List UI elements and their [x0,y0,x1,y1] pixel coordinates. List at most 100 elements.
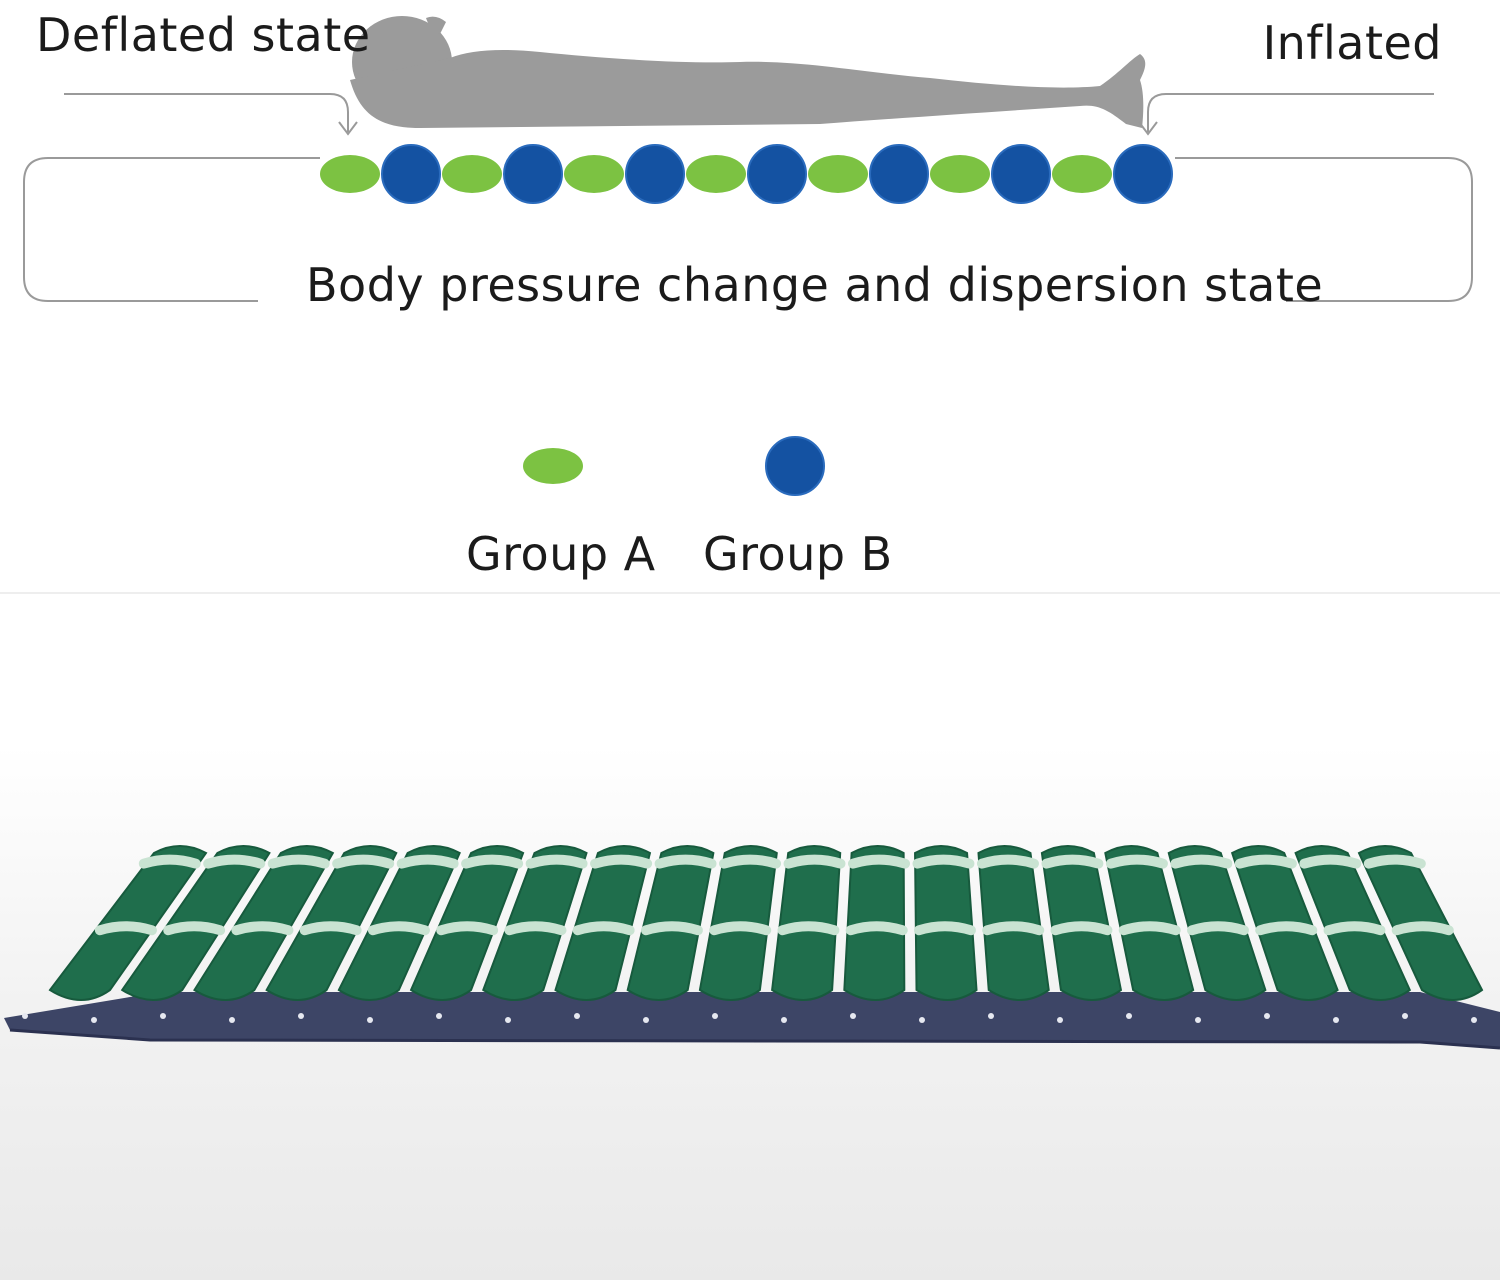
tube-band [163,921,226,936]
mattress-rivet [850,1013,856,1019]
mattress-tube [554,845,653,1001]
tube-band [976,854,1039,869]
tube-band [783,854,846,869]
mattress-rivet [1126,1013,1132,1019]
group-b-marker [765,436,825,496]
tube-band [94,921,157,936]
tube-band [504,921,567,936]
tube-band [1118,921,1181,936]
arrow-right [1138,93,1434,136]
inflated-state-label: Inflated [1262,16,1442,70]
bed-outline-left [23,157,320,302]
tube-band [1391,921,1454,936]
mattress-tube [120,845,271,1001]
mattress-rivet [643,1017,649,1023]
tube-band [367,921,430,936]
mattress-rivet [1333,1017,1339,1023]
mattress-rivet [781,1017,787,1023]
mattress-rivet [160,1013,166,1019]
tube-band [436,921,499,936]
mattress-tube [1294,845,1412,1001]
tube-band [525,854,588,869]
person-silhouette-icon [350,16,1146,128]
tube-band [1050,921,1113,936]
tube-band [138,854,201,869]
tube-band [590,854,653,869]
section-divider [0,592,1500,594]
mattress-rivet [919,1017,925,1023]
air-cell-group-b [991,144,1051,204]
air-cell-group-a [1052,155,1112,193]
mattress-tube [1357,845,1484,1001]
mattress-rivet [367,1017,373,1023]
mattress-tube [912,845,978,1001]
mattress-rivet [1264,1013,1270,1019]
tube-band [1186,921,1249,936]
mattress-base-edge [9,1028,1500,1050]
tube-band [1299,854,1362,869]
mattress-rivet [1402,1013,1408,1019]
air-cell-group-a [808,155,868,193]
mattress-tube [976,845,1050,1001]
mattress-tube [48,845,208,1001]
tube-band [847,854,910,869]
mattress-rivet [91,1017,97,1023]
air-cell-group-a [930,155,990,193]
mattress-tube [698,845,782,1001]
mattress-rivet [298,1013,304,1019]
mattress-rivet [1195,1017,1201,1023]
tube-band [1323,921,1386,936]
mattress-tube [337,845,461,1001]
mattress-tube [265,845,398,1001]
tube-band [572,921,635,936]
mattress-rivet [1057,1017,1063,1023]
tube-band [231,921,294,936]
mattress-tube [193,845,335,1001]
tube-band [845,921,908,936]
mattress-tubes [48,845,1484,1001]
tube-band [396,854,459,869]
tube-band [640,921,703,936]
group-a-marker [523,448,583,484]
arrow-left [64,93,358,136]
tube-band [654,854,717,869]
mattress-rivet [1471,1017,1477,1023]
mattress-tube [843,845,910,1001]
mattress-rivet [229,1017,235,1023]
tube-band [982,921,1045,936]
air-cell-group-a [320,155,380,193]
mattress-tube [482,845,588,1001]
mattress-tube [1167,845,1267,1001]
mattress-tube [1104,845,1195,1001]
mattress-tube [1040,845,1123,1001]
tube-band [709,921,772,936]
mattress-rivet [574,1013,580,1019]
deflated-state-label: Deflated state [36,8,371,62]
tube-band [267,854,330,869]
air-cell-group-a [686,155,746,193]
mattress-rivets [22,1013,1477,1023]
mattress-rivet [505,1017,511,1023]
tube-band [777,921,840,936]
air-cell-group-b [1113,144,1173,204]
mattress-tube [409,845,525,1001]
tube-band [912,854,975,869]
mattress-base [4,992,1500,1048]
mattress-tube [626,845,717,1001]
bed-outline-right [1175,157,1473,302]
air-cell-group-b [747,144,807,204]
tube-band [1234,854,1297,869]
air-cell-group-b [503,144,563,204]
air-cell-group-b [381,144,441,204]
tube-band [1170,854,1233,869]
mattress-rivet [988,1013,994,1019]
tube-band [461,854,524,869]
diagram-caption: Body pressure change and dispersion stat… [306,258,1324,312]
air-mattress-illustration [4,845,1500,1050]
air-cell-group-b [625,144,685,204]
mattress-rivet [436,1013,442,1019]
mattress-tube [1230,845,1339,1001]
mattress-rivet [712,1013,718,1019]
group-b-label: Group B [703,527,893,581]
